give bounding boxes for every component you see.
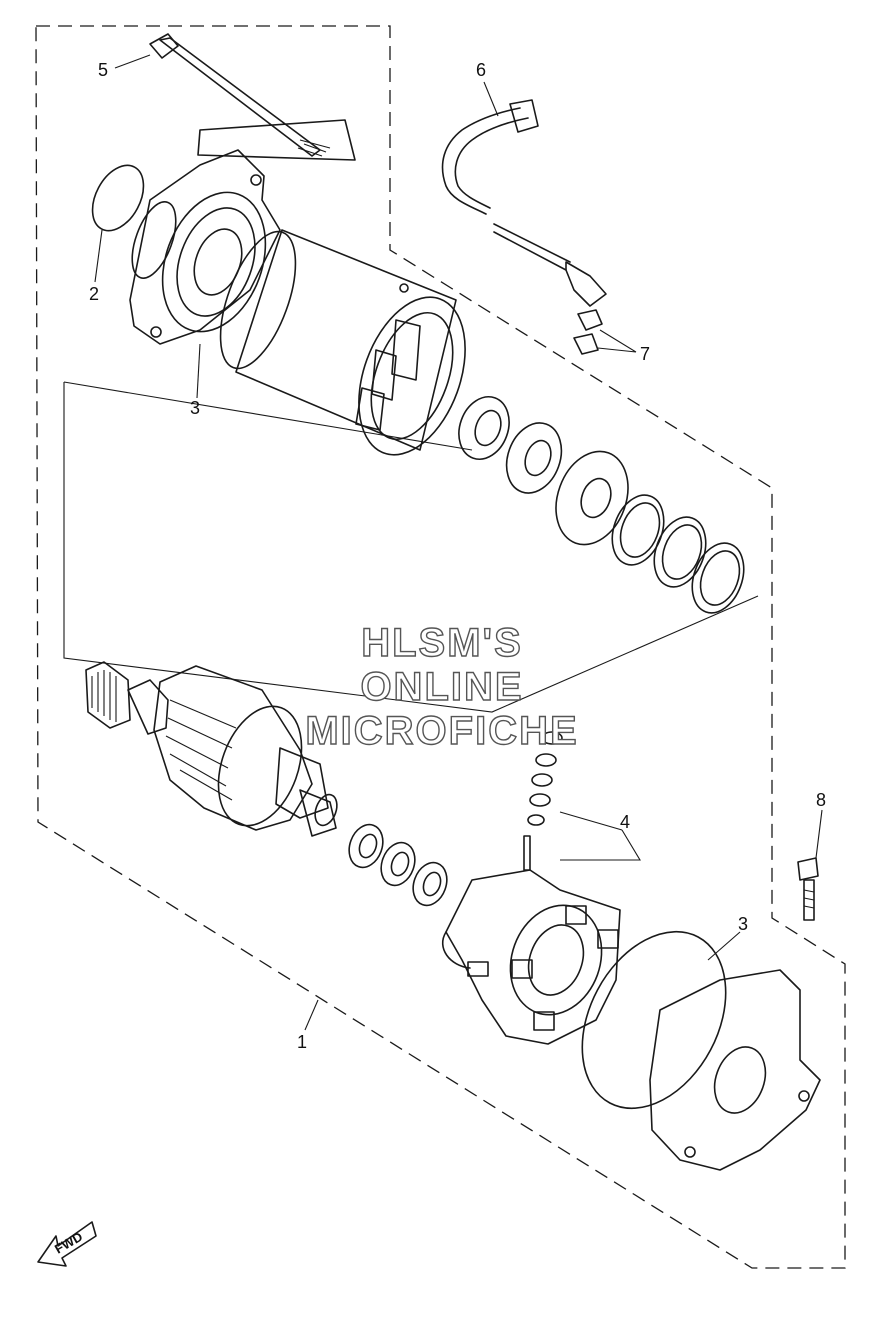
leader-1: [304, 999, 319, 1031]
callout-8: 8: [816, 790, 826, 810]
fwd-arrow-icon: FWD: [37, 1221, 97, 1267]
callout-2: 2: [89, 284, 99, 304]
callout-3a: 3: [190, 398, 200, 418]
leader-5: [114, 54, 151, 69]
yoke-part: [219, 229, 466, 456]
o-ring-part: [91, 164, 145, 232]
brush-holder-part: [441, 869, 621, 1045]
upper-parts-bracket: [63, 382, 759, 713]
nut-set-part: [573, 309, 603, 355]
upper-parts-bracket-top: [63, 381, 473, 451]
callout-6: 6: [476, 60, 486, 80]
armature-part: [85, 661, 338, 837]
assembly-boundary: [35, 25, 846, 1269]
leader-7: [597, 329, 637, 353]
front-cover-part: [129, 149, 281, 345]
long-bolt-part: [149, 33, 356, 161]
watermark-line-1: HLSM'S: [361, 621, 523, 665]
leader-8: [815, 809, 823, 859]
callout-3b: 3: [738, 914, 748, 934]
rear-cover-part: [581, 930, 821, 1171]
leader-3b: [707, 931, 741, 961]
leader-2: [94, 229, 103, 283]
armature-washers: [348, 823, 448, 907]
watermark-line-3: MICROFICHE: [305, 709, 578, 753]
short-bolt-part: [797, 857, 819, 921]
fwd-label: FWD: [52, 1229, 85, 1257]
leader-4: [559, 811, 641, 861]
bearing-washer-set: [458, 396, 745, 614]
callout-5: 5: [98, 60, 108, 80]
leader-6: [483, 81, 499, 117]
watermark-line-2: ONLINE: [360, 665, 523, 709]
terminal-washer-stack: [523, 731, 563, 871]
lead-wire-part: [441, 99, 607, 307]
callout-4: 4: [620, 812, 630, 832]
callout-1: 1: [297, 1032, 307, 1052]
callout-7: 7: [640, 344, 650, 364]
leader-3a: [196, 343, 201, 399]
